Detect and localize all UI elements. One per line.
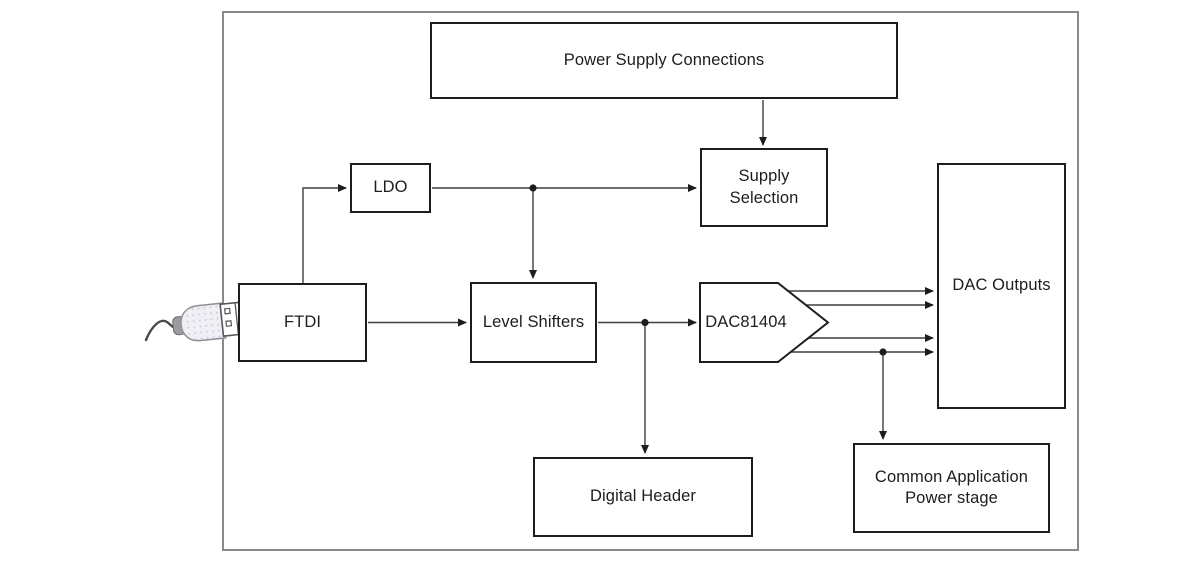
node-ftdi: FTDI bbox=[238, 283, 367, 362]
node-supply-selection: Supply Selection bbox=[700, 148, 828, 227]
junction-dots bbox=[529, 184, 887, 356]
node-ldo: LDO bbox=[350, 163, 431, 213]
node-power-supply-connections: Power Supply Connections bbox=[430, 22, 898, 99]
node-digital-header: Digital Header bbox=[533, 457, 753, 537]
node-dac-outputs: DAC Outputs bbox=[937, 163, 1066, 409]
node-dac81404-label: DAC81404 bbox=[705, 312, 787, 331]
board-outline bbox=[222, 11, 1079, 551]
node-common-application-power-stage: Common Application Power stage bbox=[853, 443, 1050, 533]
dac81404-pentagon bbox=[699, 282, 830, 363]
usb-plug-icon bbox=[144, 301, 245, 342]
node-level-shifters: Level Shifters bbox=[470, 282, 597, 363]
connector-lines bbox=[302, 100, 934, 454]
